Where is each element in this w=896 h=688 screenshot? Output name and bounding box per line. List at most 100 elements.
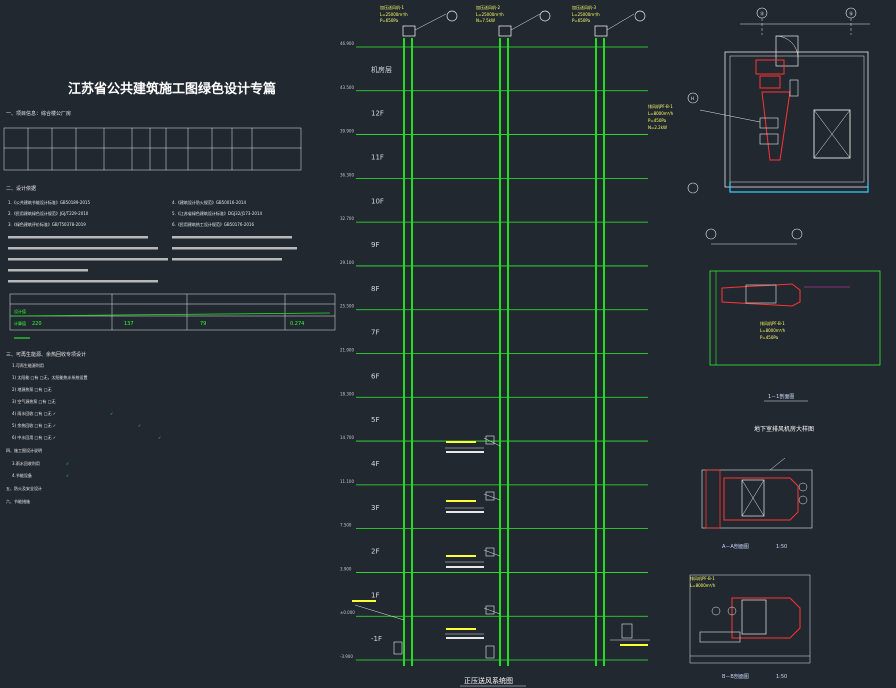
elevation-label: ±0.000 <box>340 610 355 615</box>
svg-text:计算值: 计算值 <box>14 320 26 326</box>
floor-label: 11F <box>371 153 384 161</box>
section-heading-4: 四、施工图设计说明 <box>6 447 42 453</box>
svg-text:✓: ✓ <box>66 473 69 478</box>
elevation-label: 43.500 <box>340 85 354 90</box>
fan-label-1: 加压送风机-1 <box>380 4 404 10</box>
section-b-b-scale: 1:50 <box>776 674 787 680</box>
section-heading-1: 一、项目信息：综合楼公厂房 <box>6 110 71 117</box>
duct-dampers <box>393 435 633 659</box>
svg-text:3) 空气源热泵 □有 □无: 3) 空气源热泵 □有 □无 <box>12 398 55 404</box>
floor-label: 7F <box>371 329 379 337</box>
detail-marker-icon <box>798 482 808 492</box>
svg-text:P=650Pa: P=650Pa <box>380 18 399 23</box>
svg-text:1) 太阳能 □有 □无，太阳能热水系统设置: 1) 太阳能 □有 □无，太阳能热水系统设置 <box>12 374 87 380</box>
svg-text:H: H <box>691 96 694 101</box>
svg-text:✓: ✓ <box>110 411 113 416</box>
elevation-label: 18.300 <box>340 391 354 396</box>
section-b-b: 排风机PF-B-1 L=8000m³/h B－B剖面图 1:50 <box>689 574 811 680</box>
section-a-a: A－A剖面图 1:50 <box>701 457 813 550</box>
svg-text:L=8000m³/h: L=8000m³/h <box>690 583 716 588</box>
elevation-label: 14.700 <box>340 435 354 440</box>
fan-label-2: 加压送风机-2 <box>476 4 500 10</box>
svg-text:P=650Pa: P=650Pa <box>572 18 591 23</box>
floor-label: 1F <box>371 591 379 599</box>
section-b-b-title: B－B剖面图 <box>722 673 749 680</box>
table-value-4: 0.274 <box>290 321 304 327</box>
section-heading-6: 六、节能措施 <box>6 498 30 504</box>
fan-symbol-icon <box>539 10 551 22</box>
detail-marker-icon <box>711 606 721 616</box>
section-heading-5: 五、防火及安全设计 <box>6 485 42 491</box>
roof-fans: 加压送风机-1 加压送风机-2 加压送风机-3 L=25000m³/h P=65… <box>380 4 646 37</box>
section-a-a-title: A－A剖面图 <box>722 543 749 550</box>
checkbox-list: 1) 太阳能 □有 □无，太阳能热水系统设置 2) 地源热泵 □有 □无 3) … <box>12 374 87 440</box>
svg-text:N=2.2kW: N=2.2kW <box>648 125 667 130</box>
elevation-label: 11.100 <box>340 479 354 484</box>
elevation-label: 7.500 <box>340 523 352 528</box>
floor-label: 12F <box>371 110 384 118</box>
elevation-labels: 46.90043.50039.90036.30032.70029.10025.5… <box>340 41 355 659</box>
svg-text:排风机PF-B-1: 排风机PF-B-1 <box>760 320 785 326</box>
floor-label: 2F <box>371 548 379 556</box>
svg-text:⑯: ⑯ <box>849 10 853 16</box>
elevation-label: 32.700 <box>340 216 354 221</box>
svg-text:4.《建筑设计防火规范》GB50016-2014: 4.《建筑设计防火规范》GB50016-2014 <box>172 199 246 205</box>
svg-text:5.《江苏省绿色建筑设计标准》DGJ32/J173-2014: 5.《江苏省绿色建筑设计标准》DGJ32/J173-2014 <box>172 210 263 216</box>
subheading-rain: 3.雨水回收利用 <box>12 460 40 466</box>
subheading-renewable: 1.可再生能源利用 <box>12 362 44 368</box>
floor-label: 5F <box>371 416 379 424</box>
svg-text:L=25000m³/h: L=25000m³/h <box>476 12 504 17</box>
floor-label: 4F <box>371 460 379 468</box>
axis-marker-icon <box>687 182 699 194</box>
elevation-label: 46.900 <box>340 41 354 46</box>
svg-text:⑮: ⑮ <box>760 10 764 16</box>
table-value-2: 137 <box>124 321 134 327</box>
svg-text:L=25000m³/h: L=25000m³/h <box>572 12 600 17</box>
section-heading-2: 二、设计依据 <box>6 185 36 192</box>
svg-text:2.《民用建筑绿色设计规范》JGJ/T229-2010: 2.《民用建筑绿色设计规范》JGJ/T229-2010 <box>8 210 89 216</box>
basement-detail-title: 地下室排风机房大样图 <box>754 425 814 433</box>
floor-label: 10F <box>371 197 384 205</box>
axis-marker-icon <box>687 92 699 104</box>
svg-text:L=8000m³/h: L=8000m³/h <box>648 111 674 116</box>
table-value-1: 220 <box>32 321 42 327</box>
elevation-label: 3.900 <box>340 566 352 571</box>
subheading-equip: 4.节能设备 <box>12 472 32 478</box>
branch-tag-text <box>352 441 648 646</box>
notes-filler-lines <box>8 236 297 283</box>
plan-tag-1: 排风机PF-B-1 <box>648 103 673 109</box>
thermal-performance-table: 设计值 计算值 220 137 79 0.274 <box>9 293 336 339</box>
floor-label: 6F <box>371 372 379 380</box>
svg-text:P=450Pa: P=450Pa <box>648 118 667 123</box>
table-value-3: 79 <box>200 321 206 327</box>
svg-text:4) 雨水回收 □有 □无 ✓: 4) 雨水回收 □有 □无 ✓ <box>12 410 56 416</box>
elevation-label: 25.500 <box>340 304 354 309</box>
section-a-a-scale: 1:50 <box>776 544 787 550</box>
riser-ducts <box>403 38 605 666</box>
floor-label: 机房层 <box>371 65 392 74</box>
section-1-1: 排风机PF-B-1 L=8000m³/h P=450Pa 1－1剖面图 地下室排… <box>705 228 881 433</box>
svg-text:排风机PF-B-1: 排风机PF-B-1 <box>690 575 715 581</box>
fan-symbol-icon <box>446 10 458 22</box>
elevation-label: 29.100 <box>340 260 354 265</box>
svg-text:2) 地源热泵 □有 □无: 2) 地源热泵 □有 □无 <box>12 386 51 392</box>
svg-text:1.《公共建筑节能设计标准》GB50189-2015: 1.《公共建筑节能设计标准》GB50189-2015 <box>8 199 90 205</box>
axis-marker-icon <box>791 228 803 240</box>
svg-text:P=450Pa: P=450Pa <box>760 335 779 340</box>
axis-marker-icon <box>705 228 717 240</box>
standards-list: 1.《公共建筑节能设计标准》GB50189-2015 2.《民用建筑绿色设计规范… <box>8 199 263 227</box>
floor-label: -1F <box>371 635 382 643</box>
svg-text:✓: ✓ <box>138 423 141 428</box>
elevation-label: 21.900 <box>340 348 354 353</box>
svg-text:5) 余热回收 □有 □无 ✓: 5) 余热回收 □有 □无 ✓ <box>12 422 56 428</box>
svg-text:6.《民用建筑热工设计规范》GB50176-2016: 6.《民用建筑热工设计规范》GB50176-2016 <box>172 221 254 227</box>
detail-drawings-panel: ⑮ ⑯ H 排风机PF-B-1 L=8000m³/h P=450Pa N=2 <box>648 7 881 680</box>
fan-symbol-icon <box>634 10 646 22</box>
riser-caption: 正压送风系统图 <box>464 676 513 685</box>
svg-text:N=7.5kW: N=7.5kW <box>476 18 495 23</box>
green-design-notes-panel: 江苏省公共建筑施工图绿色设计专篇 一、项目信息：综合楼公厂房 二、设计依据 1.… <box>3 81 336 504</box>
section-heading-3: 三、可再生能源、余热回收专项设计 <box>6 351 86 358</box>
